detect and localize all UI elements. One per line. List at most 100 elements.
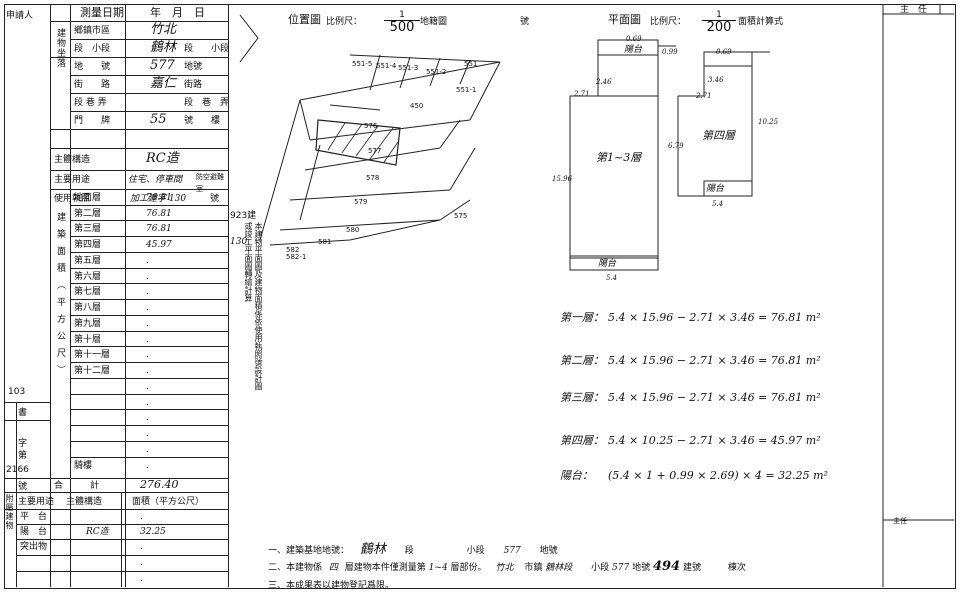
calc-formula: 5.4 × 15.96 − 2.71 × 3.46 = 76.81 m² <box>608 391 821 404</box>
floor-area: . <box>146 350 149 360</box>
floor-scale-denominator: 200 <box>706 20 732 35</box>
location-row-value: 鶴林 <box>150 40 177 55</box>
floor-label: 第八層 <box>74 303 102 313</box>
dimension-label: 2.71 <box>696 92 712 100</box>
floor-area: 45.97 <box>146 240 172 250</box>
note-2-lot-suffix: 地號 <box>632 563 651 573</box>
note-1-lot-suffix: 地號 <box>539 546 558 556</box>
note-2-building-no: 494 <box>652 559 681 574</box>
accessory-area: 32.25 <box>140 527 166 537</box>
dimension-label: 5.4 <box>606 274 618 282</box>
note-2-unit: 棟次 <box>727 563 746 573</box>
location-row-label: 地 號 <box>74 62 111 72</box>
floor-label: 第四層 <box>74 240 102 250</box>
grid-line <box>50 4 51 587</box>
scale-numerator: 1 <box>384 10 420 21</box>
grid-line <box>228 4 229 587</box>
area-group-label: 建築面積（平方公尺） <box>55 212 65 382</box>
location-row-label: 門 牌 <box>74 116 111 126</box>
floor-label: 第五層 <box>74 256 102 266</box>
calc-formula: 5.4 × 10.25 − 2.71 × 3.46 = 45.97 m² <box>608 434 821 447</box>
dimension-label: 10.25 <box>758 118 779 126</box>
dimension-label: 0.99 <box>662 48 678 56</box>
note-2-building-suffix: 建號 <box>682 563 701 573</box>
floor-plan-title: 平面圖 <box>608 13 641 26</box>
floor-area: . <box>146 335 149 345</box>
dimension-label: 0.69 <box>626 35 642 43</box>
location-row-label: 段 巷 弄 <box>74 98 107 108</box>
note-1: 一、建築基地地號： 鶴林 段 小段 577 地號 <box>268 542 558 557</box>
dimension-label: 15.96 <box>552 175 573 183</box>
dimension-label: 2.71 <box>574 90 590 98</box>
location-row-suffix: 街路 <box>184 80 203 90</box>
location-row-label: 街 路 <box>74 80 111 90</box>
location-scale-label: 比例尺： <box>326 17 363 27</box>
floor-4-label: 第四層 <box>702 129 735 142</box>
floor-area: . <box>146 319 149 329</box>
note-1-prefix: 一、建築基地地號： <box>268 546 350 556</box>
calc-formula: 5.4 × 15.96 − 2.71 × 3.46 = 76.81 m² <box>608 311 821 324</box>
floor-scale-label: 比例尺： <box>650 17 687 27</box>
note-3-text: 三、本成果表以建物登記爲限。 <box>268 581 395 591</box>
parcel-label: 450 <box>410 102 424 110</box>
survey-date-value: 年 月 日 <box>150 6 205 19</box>
accessory-structure: RC造 <box>86 527 109 537</box>
floor-area: . <box>146 429 149 439</box>
parcel-label: 579 <box>354 198 368 206</box>
accessory-area: . <box>140 558 143 568</box>
calc-label: 第三層： <box>560 391 604 404</box>
floor-label: 第十層 <box>74 335 102 345</box>
location-row-suffix: 地號 <box>184 62 203 72</box>
location-group-label: 建物坐落 <box>55 28 65 68</box>
note-2-text2: 層部份。 <box>450 563 487 573</box>
floor-area: . <box>146 287 149 297</box>
floor-label: 第十二層 <box>74 366 111 376</box>
note-130: 130 <box>230 237 248 247</box>
parcel-label: 551-5 <box>352 60 373 68</box>
cadastral-map-label: 地籍圖 <box>420 17 448 27</box>
right-strip-top: 主 任 <box>900 5 928 15</box>
use-label: 主要用途 <box>54 175 91 185</box>
accessory-use: 平 台 <box>20 512 48 522</box>
map-number-label: 號 <box>520 17 530 27</box>
note-1-section: 鶴林 <box>359 542 386 557</box>
location-plan-title: 位置圖 <box>288 13 321 26</box>
parcel-label: 551 <box>464 60 478 68</box>
dimension-label: 5.4 <box>712 200 724 208</box>
floor-area: . <box>146 272 149 282</box>
accessory-use: 突出物 <box>20 542 48 552</box>
floor-label: 騎樓 <box>74 461 93 471</box>
parcel-label: 551-1 <box>456 86 477 94</box>
location-row-suffix: 號 樓 <box>184 116 221 126</box>
floor-area: . <box>146 413 149 423</box>
acc-header-use: 主要用途 <box>18 497 55 507</box>
parcel-label: 551-2 <box>426 68 447 76</box>
di-label: 第 <box>18 451 28 461</box>
survey-date-label: 測量日期 <box>80 6 124 19</box>
note-1-subsection: 小段 <box>466 546 485 556</box>
floor-area: . <box>146 398 149 408</box>
calc-label: 第四層： <box>560 434 604 447</box>
accessory-area: . <box>140 542 143 552</box>
parcel-label: 575 <box>454 212 468 220</box>
balcony-right-label: 陽台 <box>706 184 725 194</box>
grid-line <box>16 402 17 587</box>
dimension-label: 3.46 <box>708 76 724 84</box>
floor-scale: 1 200 <box>702 10 736 35</box>
grid-line <box>50 21 228 22</box>
calc-formula: (5.4 × 1 + 0.99 × 2.69) × 4 = 32.25 m² <box>608 469 828 482</box>
floor-area: . <box>146 461 149 471</box>
area-formula-label: 面積計算式 <box>738 17 784 27</box>
parcel-label: 582-1 <box>286 253 307 261</box>
floor-area: 76.81 <box>146 209 172 219</box>
applicant-label: 申請人 <box>6 11 34 21</box>
note-2-prefix: 二、本建物係 <box>268 563 323 573</box>
note-2-subsection: 小段 <box>591 563 610 573</box>
note-2-range: 1~4 <box>428 563 448 573</box>
note-1-duan: 段 <box>404 546 414 556</box>
use-value: 住宅、停車間 <box>128 175 183 185</box>
right-strip-bottom: 主任 <box>893 517 907 525</box>
floor-area: 76.81 <box>146 224 172 234</box>
floor-label: 第三層 <box>74 224 102 234</box>
